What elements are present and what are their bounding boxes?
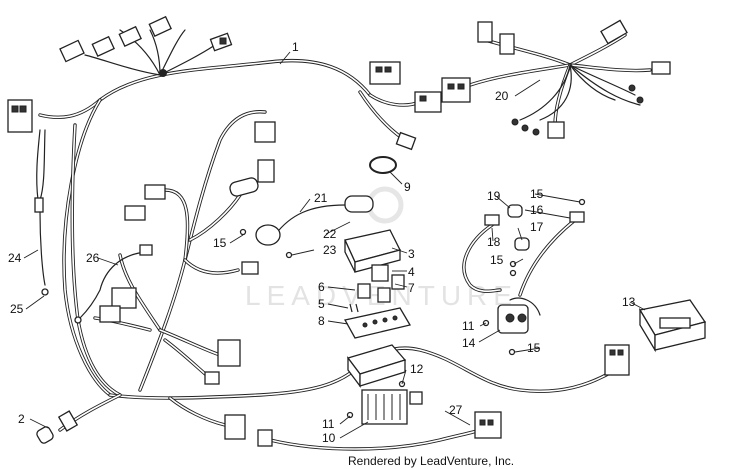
fuse-panel-module bbox=[346, 344, 407, 388]
callout-3: 3 bbox=[408, 247, 415, 261]
footer-credit: Rendered by LeadVenture, Inc. bbox=[348, 454, 514, 468]
callout-15-mid-right: 15 bbox=[490, 253, 504, 267]
callout-7: 7 bbox=[408, 281, 415, 295]
callout-labels: 1 2 3 4 5 6 7 8 9 10 11 11 12 13 14 15 1… bbox=[8, 40, 636, 445]
callout-5: 5 bbox=[318, 297, 325, 311]
callout-11-lower: 11 bbox=[322, 417, 335, 431]
callout-25: 25 bbox=[10, 302, 24, 316]
callout-14: 14 bbox=[462, 336, 476, 350]
callout-22: 22 bbox=[323, 227, 337, 241]
sub-harness-20 bbox=[441, 19, 671, 139]
left-connector-assembly bbox=[7, 99, 49, 296]
ignition-coil-tube bbox=[124, 121, 276, 275]
callout-9: 9 bbox=[404, 180, 411, 194]
callout-15-center: 15 bbox=[213, 236, 227, 250]
callout-4: 4 bbox=[408, 265, 415, 279]
callout-27: 27 bbox=[449, 403, 463, 417]
callout-18: 18 bbox=[487, 235, 501, 249]
callout-15-top-right: 15 bbox=[530, 187, 544, 201]
callout-10: 10 bbox=[322, 431, 336, 445]
callout-17: 17 bbox=[530, 220, 544, 234]
watermark: LEADVENTURE bbox=[245, 186, 512, 311]
ecu-connector bbox=[604, 344, 630, 376]
injector-connectors bbox=[59, 15, 233, 63]
terminal-caps-17-19 bbox=[507, 204, 530, 251]
callout-2: 2 bbox=[18, 412, 25, 426]
callout-19: 19 bbox=[487, 189, 501, 203]
fuse-board-8 bbox=[344, 307, 412, 339]
clamp-9 bbox=[369, 156, 397, 174]
callout-13: 13 bbox=[622, 295, 636, 309]
small-fasteners bbox=[239, 198, 586, 419]
voltage-regulator-10 bbox=[361, 389, 423, 425]
callout-20: 20 bbox=[495, 89, 509, 103]
callout-1: 1 bbox=[292, 40, 299, 54]
callout-15-lower-right: 15 bbox=[527, 341, 541, 355]
ecu-module-13 bbox=[638, 299, 707, 353]
callout-8: 8 bbox=[318, 314, 325, 328]
harness-26 bbox=[74, 244, 153, 324]
callout-6: 6 bbox=[318, 280, 325, 294]
lower-connectors bbox=[36, 287, 246, 444]
coil-assembly-21 bbox=[255, 195, 374, 246]
harness-27 bbox=[257, 411, 502, 451]
callout-16: 16 bbox=[530, 203, 544, 217]
callout-11-right: 11 bbox=[462, 319, 475, 333]
callout-26: 26 bbox=[86, 251, 100, 265]
starter-solenoid-14 bbox=[497, 297, 541, 334]
fuse-box-3 bbox=[344, 229, 401, 273]
leader-lines bbox=[23, 51, 646, 439]
callout-21: 21 bbox=[314, 191, 328, 205]
main-wiring-harness bbox=[38, 29, 617, 432]
callout-12: 12 bbox=[410, 362, 424, 376]
callout-23: 23 bbox=[323, 243, 337, 257]
battery-cables-16-18 bbox=[462, 211, 585, 297]
harness-end-connectors bbox=[369, 61, 442, 151]
callout-24: 24 bbox=[8, 251, 22, 265]
